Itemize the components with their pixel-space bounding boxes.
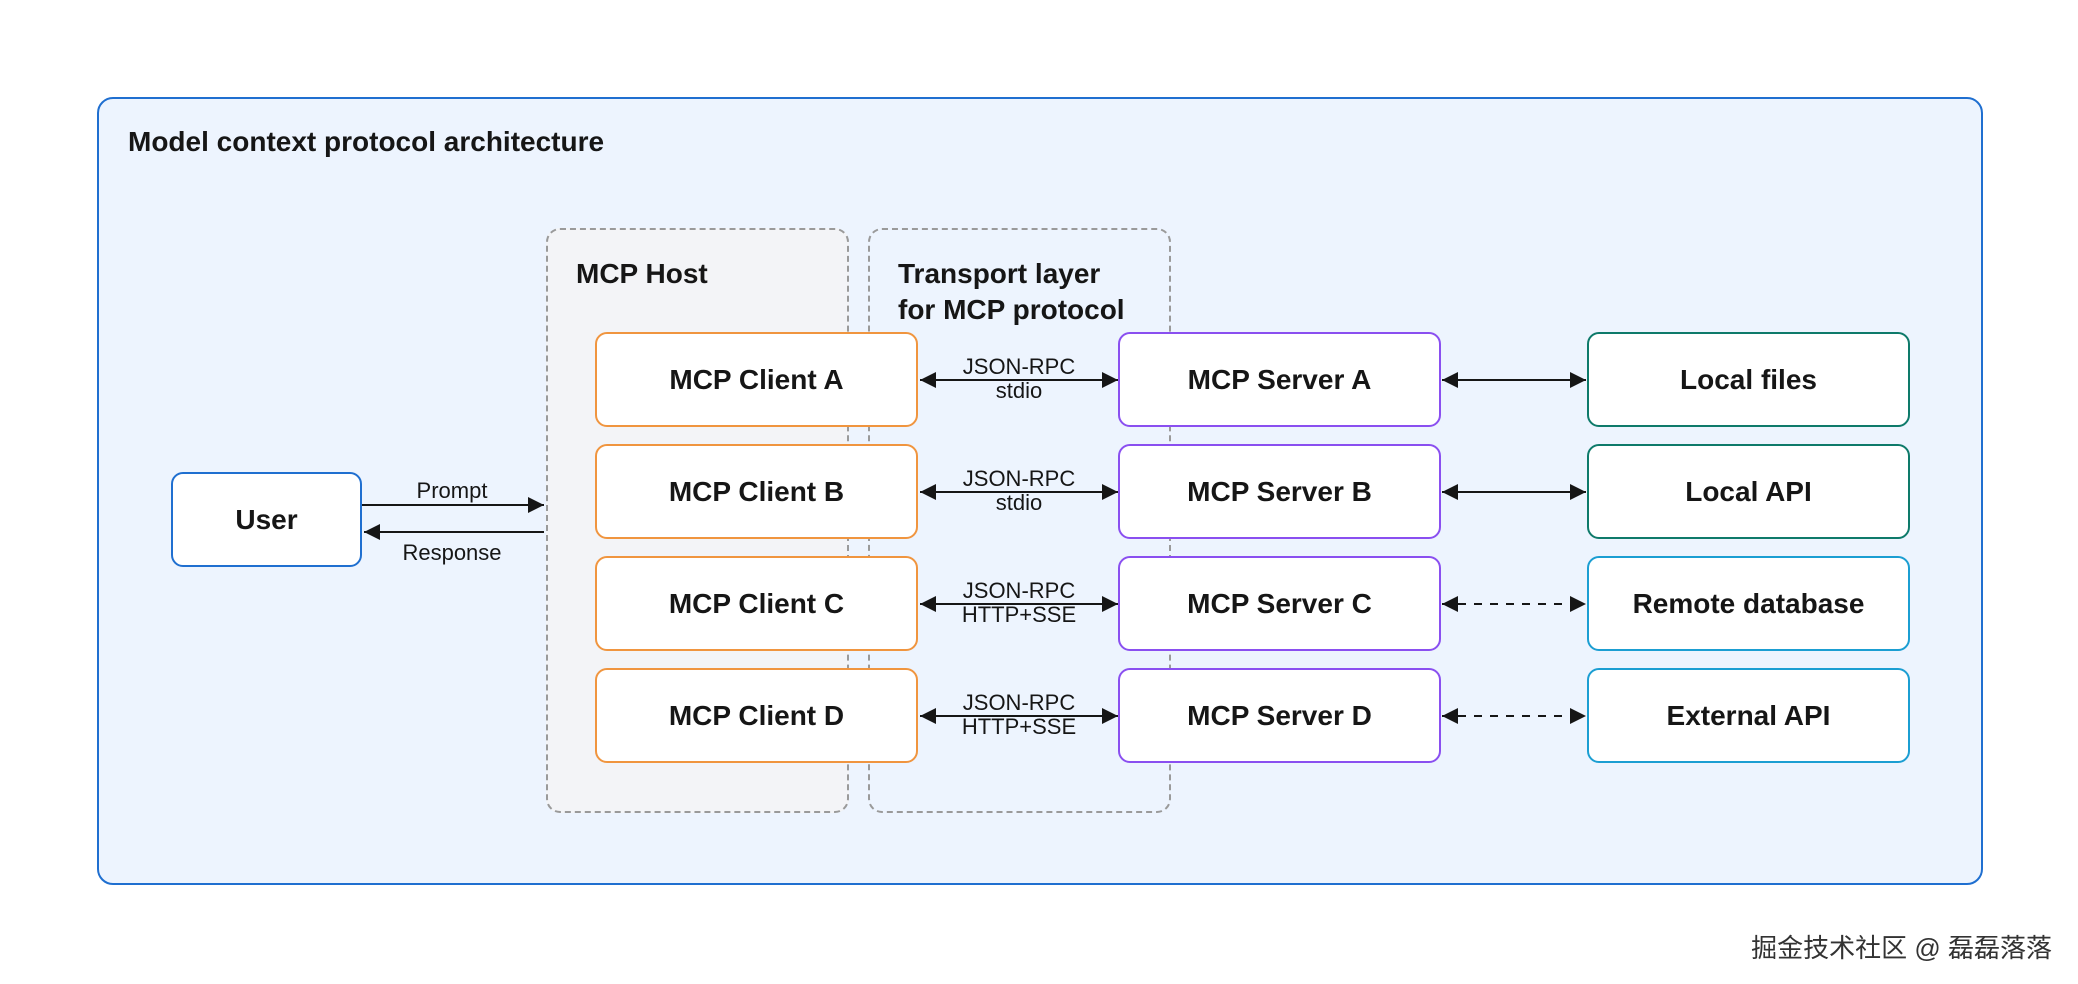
transport-c-protocol: JSON-RPC [962,578,1076,603]
mcp-client-d-label: MCP Client D [668,699,845,731]
resource-external-api: External API [1587,668,1910,763]
user-label: User [235,503,298,535]
transport-layer-label-line2: for MCP protocol [898,294,1125,325]
transport-layer-label-line1: Transport layer [898,258,1101,289]
mcp-server-a-label: MCP Server A [1187,363,1372,395]
transport-a-protocol: JSON-RPC [962,354,1076,379]
transport-label-d: JSON-RPC HTTP+SSE [962,691,1076,739]
resource-local-api-label: Local API [1685,475,1812,507]
mcp-client-a-label: MCP Client A [669,363,844,395]
mcp-host-label: MCP Host [576,258,708,289]
resource-local-api: Local API [1587,444,1910,539]
resource-remote-database: Remote database [1587,556,1910,651]
user-node: User [171,472,362,567]
resource-external-api-label: External API [1666,699,1831,731]
transport-label-b: JSON-RPC stdio [963,467,1075,515]
transport-label-a: JSON-RPC stdio [963,355,1075,403]
transport-c-channel: HTTP+SSE [961,602,1077,627]
mcp-client-d: MCP Client D [595,668,918,763]
watermark: 掘金技术社区 @ 磊磊落落 [1751,933,2052,963]
transport-b-channel: stdio [995,490,1043,515]
transport-b-protocol: JSON-RPC [962,466,1076,491]
mcp-server-a: MCP Server A [1118,332,1441,427]
mcp-server-b: MCP Server B [1118,444,1441,539]
mcp-server-c: MCP Server C [1118,556,1441,651]
transport-layer-label: Transport layer for MCP protocol [898,256,1125,328]
mcp-server-c-label: MCP Server C [1187,587,1372,619]
mcp-server-b-label: MCP Server B [1187,475,1372,507]
transport-d-channel: HTTP+SSE [961,714,1077,739]
resource-local-files-label: Local files [1680,363,1817,395]
mcp-client-c-label: MCP Client C [668,587,845,619]
mcp-client-b-label: MCP Client B [668,475,845,507]
response-label: Response [402,540,502,565]
transport-a-channel: stdio [995,378,1043,403]
mcp-client-a: MCP Client A [595,332,918,427]
prompt-label: Prompt [416,478,488,503]
mcp-server-d: MCP Server D [1118,668,1441,763]
transport-label-c: JSON-RPC HTTP+SSE [962,579,1076,627]
mcp-client-c: MCP Client C [595,556,918,651]
resource-local-files: Local files [1587,332,1910,427]
diagram-title: Model context protocol architecture [128,126,605,157]
mcp-server-d-label: MCP Server D [1187,699,1372,731]
resource-remote-database-label: Remote database [1632,587,1865,619]
transport-d-protocol: JSON-RPC [962,690,1076,715]
mcp-client-b: MCP Client B [595,444,918,539]
